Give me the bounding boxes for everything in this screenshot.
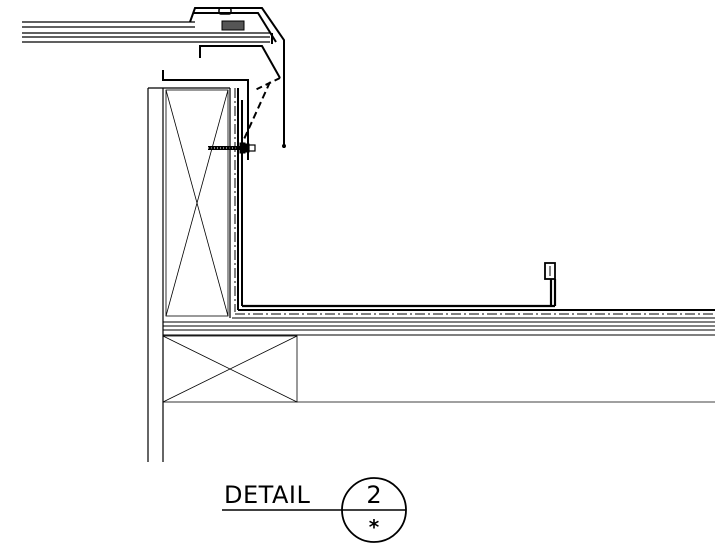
- coping-cap: [189, 7, 285, 145]
- curb-wall: [147, 87, 231, 462]
- roof-deck: [163, 321, 715, 336]
- roof-membrane: [232, 304, 715, 319]
- membrane-vertical: [234, 88, 243, 312]
- detail-sheet: *: [369, 515, 380, 539]
- blocking-x-lower: [162, 335, 715, 403]
- detail-number: 2: [366, 481, 381, 509]
- detail-label: DETAIL: [224, 481, 310, 509]
- drip-end-icon: [282, 144, 286, 148]
- top-cleat: [162, 70, 249, 160]
- upper-wall-assembly: [22, 21, 270, 43]
- blocking-x-upper: [165, 89, 229, 317]
- coping-blocking: [218, 7, 245, 31]
- termination-bar: [544, 262, 557, 306]
- detail-title: DETAIL 2 *: [222, 477, 407, 543]
